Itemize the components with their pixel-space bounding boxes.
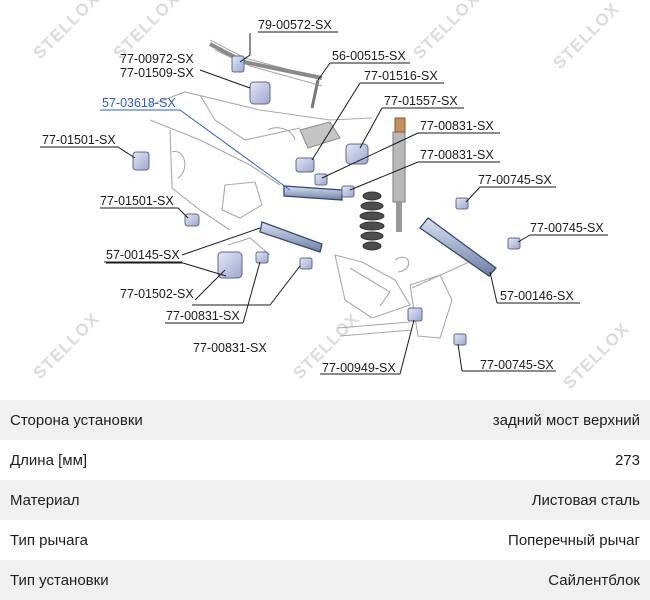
bushing-77-01557 <box>345 143 369 165</box>
control-arm-57-00145 <box>259 221 323 253</box>
shock-absorber <box>392 117 406 232</box>
spec-row-side: Сторона установки задний мост верхний <box>0 400 650 440</box>
label-77-01501-b[interactable]: 77-01501-SX <box>100 194 174 208</box>
bushing-77-01501-a <box>132 151 150 171</box>
upper-arm-right <box>299 121 341 149</box>
spec-row-arm-type: Тип рычага Поперечный рычаг <box>0 520 650 560</box>
label-77-01516[interactable]: 77-01516-SX <box>364 69 438 83</box>
bushing-77-00831-3 <box>255 251 269 264</box>
spec-row-material: Материал Листовая сталь <box>0 480 650 520</box>
label-56-00515[interactable]: 56-00515-SX <box>332 49 406 63</box>
label-77-01501-a[interactable]: 77-01501-SX <box>42 133 116 147</box>
control-arm-57-00146 <box>419 217 497 277</box>
label-57-00146[interactable]: 57-00146-SX <box>500 289 574 303</box>
stabilizer-link <box>310 79 320 109</box>
spec-name: Сторона установки <box>10 411 143 429</box>
label-77-01502[interactable]: 77-01502-SX <box>120 287 194 301</box>
bushing-77-00949 <box>407 307 423 322</box>
label-57-00145[interactable]: 57-00145-SX <box>106 248 180 262</box>
bushing-77-00745-1 <box>455 197 469 210</box>
spec-value: задний мост верхний <box>492 411 640 429</box>
part-labels: 79-00572-SX 77-00972-SX 77-01509-SX 56-0… <box>42 18 604 375</box>
spec-name: Тип рычага <box>10 531 88 549</box>
bushing-77-00972 <box>231 55 245 73</box>
spec-row-length: Длина [мм] 273 <box>0 440 650 480</box>
control-arm-57-03618 <box>283 185 343 201</box>
spec-value: 273 <box>614 451 640 469</box>
label-77-00949[interactable]: 77-00949-SX <box>322 361 396 375</box>
bushing-77-00831-1 <box>314 173 328 186</box>
label-57-03618[interactable]: 57-03618-SX <box>102 96 176 110</box>
label-77-00972[interactable]: 77-00972-SX <box>120 52 194 66</box>
label-77-00745-b[interactable]: 77-00745-SX <box>530 221 604 235</box>
callout-lines-highlight <box>100 109 291 191</box>
spring-boot <box>359 191 385 251</box>
callout-lines-2 <box>40 146 261 263</box>
label-77-00745-a[interactable]: 77-00745-SX <box>478 173 552 187</box>
label-77-00831-d[interactable]: 77-00831-SX <box>193 341 267 355</box>
spec-value: Сайлентблок <box>548 571 640 589</box>
spec-row-mount-type: Тип установки Сайлентблок <box>0 560 650 600</box>
bushing-77-01516 <box>295 157 315 173</box>
label-77-01509[interactable]: 77-01509-SX <box>120 66 194 80</box>
subframe-outline <box>149 39 479 339</box>
spec-name: Длина [мм] <box>10 451 88 469</box>
suspension-diagram: STELLOX STELLOX STELLOX STELLOX STELLOX … <box>29 0 633 393</box>
bushing-group <box>132 55 521 346</box>
label-77-00831-b[interactable]: 77-00831-SX <box>420 148 494 162</box>
bushing-77-01501-b <box>184 213 200 227</box>
label-77-01557[interactable]: 77-01557-SX <box>384 94 458 108</box>
label-79-00572[interactable]: 79-00572-SX <box>258 18 332 32</box>
bushing-77-00745-2 <box>507 237 521 250</box>
spec-name: Материал <box>10 491 80 509</box>
callout-lines <box>106 31 608 375</box>
watermark-5: STELLOX <box>29 309 103 383</box>
label-77-00831-c[interactable]: 77-00831-SX <box>166 309 240 323</box>
spec-value: Листовая сталь <box>531 491 640 509</box>
bushing-77-01509 <box>249 81 271 105</box>
spec-value: Поперечный рычаг <box>508 531 640 549</box>
label-77-00745-c[interactable]: 77-00745-SX <box>480 358 554 372</box>
label-77-00831-a[interactable]: 77-00831-SX <box>420 119 494 133</box>
watermark-4: STELLOX <box>549 0 623 73</box>
spec-name: Тип установки <box>10 571 109 589</box>
watermark-1: STELLOX <box>29 0 103 63</box>
spec-table: Сторона установки задний мост верхний Дл… <box>0 400 650 600</box>
bushing-77-00831-4 <box>299 257 313 270</box>
watermark-7: STELLOX <box>559 319 633 393</box>
bushing-77-00745-3 <box>453 333 467 346</box>
watermark-3: STELLOX <box>409 0 483 63</box>
bushing-77-00831-2 <box>341 185 355 198</box>
suspension-diagram-svg: STELLOX STELLOX STELLOX STELLOX STELLOX … <box>29 0 633 393</box>
